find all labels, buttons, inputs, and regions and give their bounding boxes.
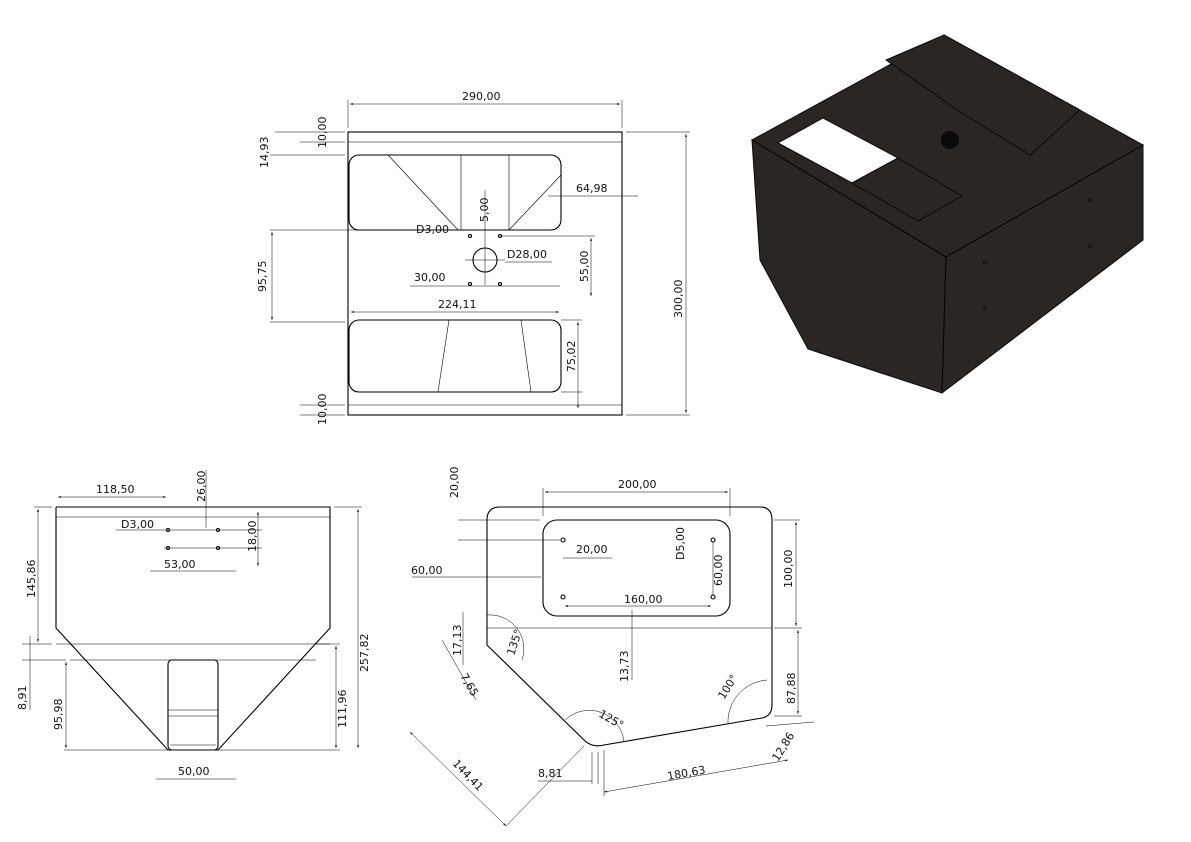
dim-hole-y: 26,00 (195, 471, 208, 503)
iso-view (750, 34, 1145, 395)
dim-hole-pitch-x: 160,00 (624, 593, 663, 606)
dim-height: 300,00 (672, 280, 685, 319)
dim-left-offset: 60,00 (411, 564, 443, 577)
small-hole (467, 233, 473, 239)
dim-hole-pitch-y: 60,00 (712, 555, 725, 587)
dim-outlet-width: 50,00 (178, 765, 210, 778)
dim-slope-right: 180,63 (666, 763, 706, 782)
dim-right-chamfer: 12,86 (770, 730, 798, 764)
dim-hole-inset: 20,00 (576, 543, 608, 556)
dim-small-gap: 8,91 (16, 686, 29, 711)
iso-inner-pocket (884, 34, 1081, 156)
dim-hopper-height: 111,96 (336, 690, 349, 729)
dim-slope-left: 144,41 (450, 757, 486, 794)
dim-side-hole-dia: D5,00 (674, 527, 687, 560)
iso-large-hole (941, 131, 959, 149)
dim-hole-pitch-x: 53,00 (164, 558, 196, 571)
dim-upper-height: 145,86 (25, 560, 38, 599)
dim-angle-right: 100° (716, 672, 741, 701)
dim-slot-height: 75,02 (565, 341, 578, 373)
dim-total-height: 257,82 (358, 634, 371, 673)
dim-small-dia: D3,00 (416, 223, 449, 236)
dim-large-dia: D28,00 (507, 248, 547, 261)
dim-hole-spacing: 5,00 (478, 198, 491, 223)
dim-angle-bottom: 125° (597, 707, 626, 732)
top-view: 290,00 300,00 10,00 14,93 10,00 95,75 5,… (256, 90, 690, 425)
dim-upper-height: 100,00 (782, 550, 795, 589)
lower-slot (348, 319, 562, 393)
dim-slot-offset: 64,98 (576, 182, 608, 195)
dim-hole-y: 55,00 (578, 251, 591, 283)
dim-lower-height: 95,98 (52, 699, 65, 731)
dim-top-offset: 14,93 (258, 137, 271, 169)
dim-bottom-flange: 10,00 (316, 394, 329, 426)
dim-pocket-width: 200,00 (618, 478, 657, 491)
dim-width: 290,00 (462, 90, 501, 103)
outlet-chute (167, 659, 219, 751)
dim-top-flange: 10,00 (316, 117, 329, 149)
dim-hole-x: 118,50 (96, 483, 135, 496)
dim-mid-offset: 13,73 (618, 651, 631, 683)
upper-slot (348, 154, 562, 231)
dim-center-dist: 95,75 (256, 261, 269, 293)
dim-top-offset: 20,00 (448, 467, 461, 499)
dim-chamfer: 7,65 (457, 671, 481, 699)
side-pocket (542, 519, 731, 617)
dim-ledge: 17,13 (451, 625, 464, 657)
dim-slot-width: 224,11 (438, 298, 477, 311)
dim-hole-dia: D3,00 (121, 518, 154, 531)
dim-angle-left: 135° (504, 628, 525, 657)
iso-opening-dark (850, 157, 963, 222)
dim-hole-pitch-y: 18,00 (246, 521, 259, 553)
side-view: 200,00 20,00 20,00 D5,00 60,00 60,00 100… (409, 467, 815, 827)
dim-hole-x: 30,00 (414, 271, 446, 284)
front-view: 118,50 26,00 D3,00 18,00 53,00 145,86 8,… (16, 470, 371, 780)
dim-bottom-flat: 8,81 (538, 767, 563, 780)
dim-right-height: 87,88 (785, 673, 798, 705)
